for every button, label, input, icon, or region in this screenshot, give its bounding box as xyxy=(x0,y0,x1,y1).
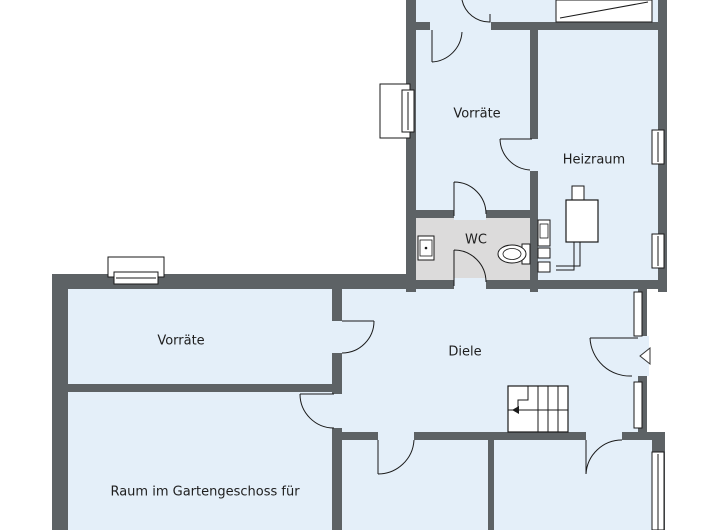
room-bottom-right xyxy=(494,440,652,530)
door-swings xyxy=(299,0,638,475)
label-diele: Diele xyxy=(448,344,482,360)
window-entrance-2 xyxy=(633,381,643,429)
room-vorraete-lower xyxy=(68,289,332,384)
room-gartengeschoss xyxy=(68,392,332,530)
windows xyxy=(107,0,665,530)
sink-icon xyxy=(417,235,435,261)
label-vorraete-lower: Vorräte xyxy=(157,333,205,349)
label-heizraum: Heizraum xyxy=(562,152,626,168)
entrance-arrow-icon xyxy=(639,346,651,366)
window-entrance-1 xyxy=(633,291,643,337)
label-gartengeschoss: Raum im Gartengeschoss für xyxy=(110,484,300,500)
utility-sink xyxy=(537,219,551,273)
boiler-icon xyxy=(556,185,599,271)
stair-arrow-icon xyxy=(512,406,562,414)
room-vorraete-upper xyxy=(416,30,530,216)
toilet-icon xyxy=(497,243,531,265)
room-diele xyxy=(342,289,638,432)
label-vorraete-upper: Vorräte xyxy=(453,106,501,122)
room-bottom-middle xyxy=(342,440,488,530)
label-wc: WC xyxy=(465,232,487,248)
window-top-right xyxy=(555,0,653,23)
